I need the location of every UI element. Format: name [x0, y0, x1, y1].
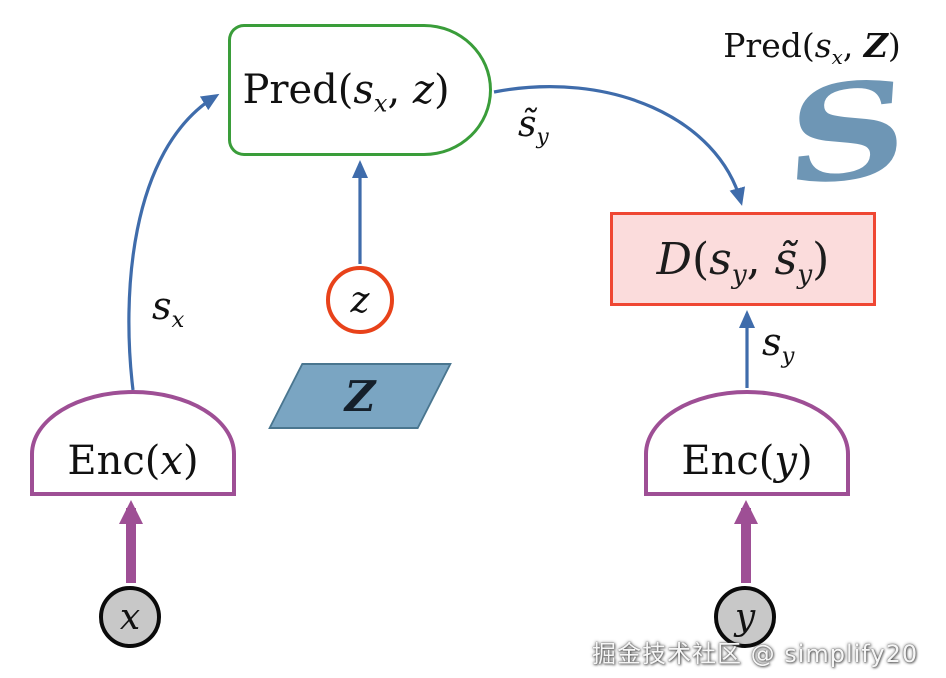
prediction-set-blob: S [773, 50, 923, 215]
latent-z-node: z [326, 266, 394, 334]
watermark: 掘金技术社区 @ simplify20 [592, 640, 919, 668]
edge-label-sx: sx [152, 284, 185, 333]
input-y-label: y [734, 596, 756, 638]
predictor-node: Pred(sx, z) [228, 24, 492, 156]
s-blob-glyph: S [773, 50, 923, 215]
input-x-label: x [119, 596, 141, 638]
edge-label-sy: sy [762, 320, 795, 369]
cost-label: D(sy, s̃y) [656, 233, 830, 290]
input-x-node: x [99, 586, 161, 648]
encoder-x-label: Enc(x) [67, 438, 199, 484]
latent-set-label: Z [344, 371, 376, 421]
edge-label-s-tilde-y: s̃y [518, 104, 549, 150]
predictor-label: Pred(sx, z) [242, 67, 450, 118]
arrow-sx-curve [127, 93, 220, 391]
encoder-y-node: Enc(y) [644, 390, 850, 496]
latent-set-node: Z [268, 363, 452, 429]
encoder-x-node: Enc(x) [30, 390, 236, 496]
encoder-y-label: Enc(y) [681, 438, 813, 484]
predictor-output-title: Pred(sx, Z) [723, 26, 901, 69]
latent-z-label: z [350, 279, 370, 321]
cost-node: D(sy, s̃y) [610, 212, 876, 306]
input-y-node: y [714, 586, 776, 648]
